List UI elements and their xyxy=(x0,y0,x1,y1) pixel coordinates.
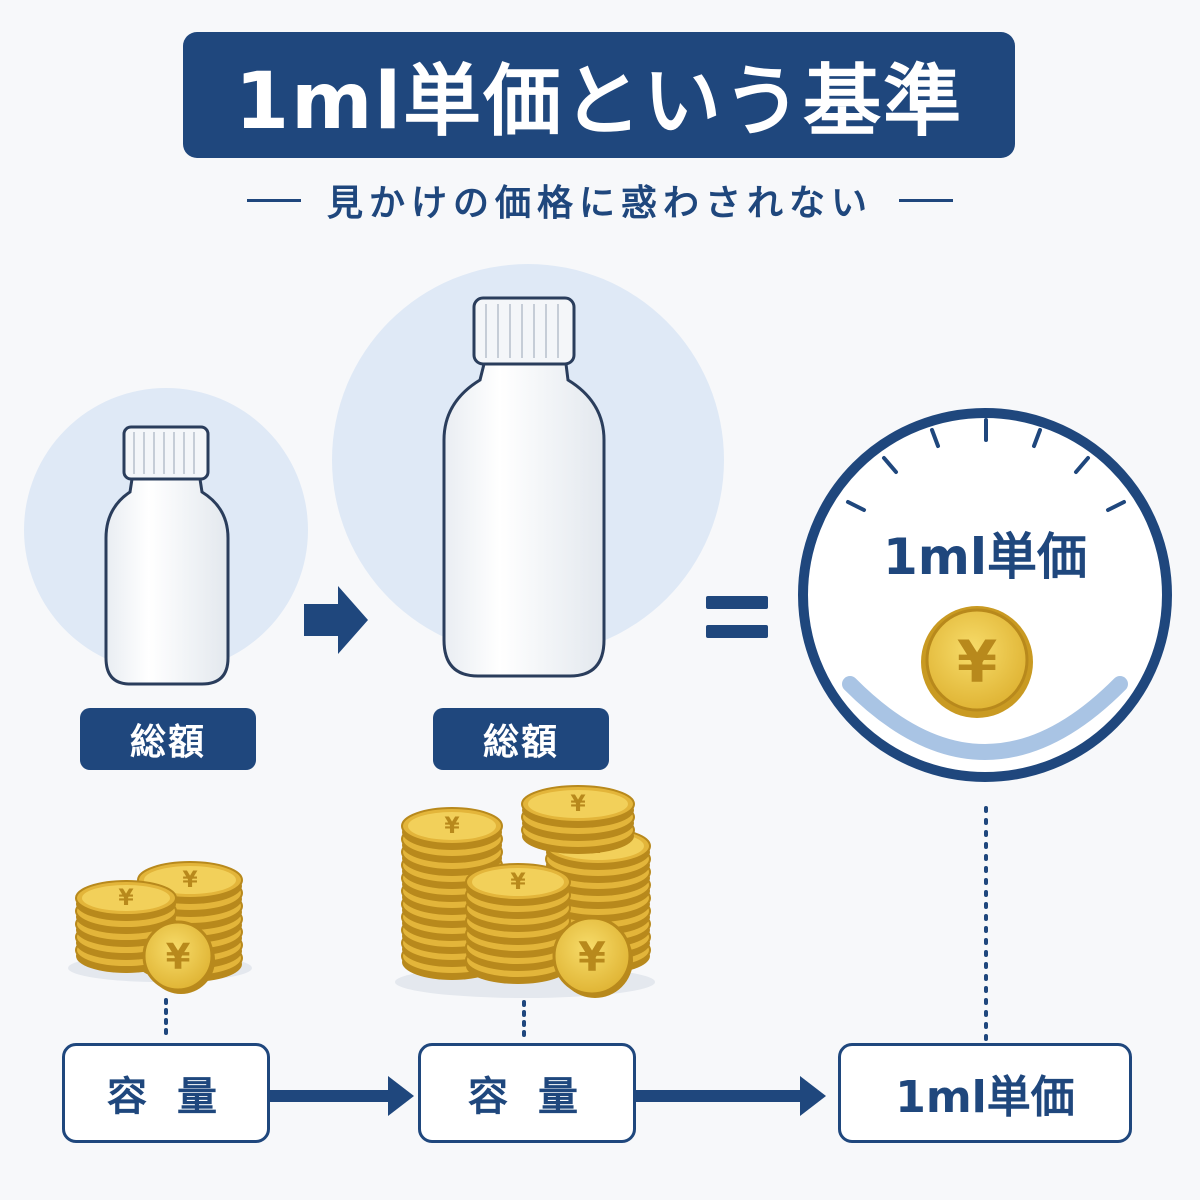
coin-stack-top-right: ¥ xyxy=(521,785,635,854)
volume-box-small: 容 量 xyxy=(62,1043,270,1143)
large-bottle-icon xyxy=(442,296,606,678)
subtitle-rule-left xyxy=(246,198,301,202)
yen-icon: ¥ xyxy=(578,934,606,980)
unit-price-dial xyxy=(798,408,1172,782)
page-subtitle: 見かけの価格に惑わされない xyxy=(326,183,873,224)
page-title: 1ml単価という基準 xyxy=(234,57,964,147)
small-coin-stack-icon: ¥ ¥ ¥ xyxy=(68,861,252,994)
dial-coin-icon: ¥ xyxy=(921,606,1033,718)
subtitle-row: 見かけの価格に惑わされない xyxy=(200,172,1000,228)
front-coin-icon: ¥ xyxy=(142,920,215,994)
yen-icon: ¥ xyxy=(444,814,460,839)
yen-icon: ¥ xyxy=(166,937,191,978)
yen-icon: ¥ xyxy=(570,792,586,817)
yen-icon: ¥ xyxy=(182,868,198,893)
yen-icon: ¥ xyxy=(510,870,526,895)
unit-price-arrow-icon xyxy=(636,1076,826,1116)
small-bottle-icon xyxy=(104,425,230,686)
total-label-large: 総額 xyxy=(433,708,609,770)
volume-box-large: 容 量 xyxy=(418,1043,636,1143)
yen-icon: ¥ xyxy=(957,628,997,696)
yen-icon: ¥ xyxy=(118,886,134,911)
volume-arrow-icon xyxy=(270,1076,414,1116)
subtitle-rule-right xyxy=(899,198,953,202)
equals-icon xyxy=(706,596,768,638)
title-banner: 1ml単価という基準 xyxy=(183,32,1015,158)
unit-price-dial-label: 1ml単価 xyxy=(882,528,1088,586)
bottle-arrow-icon xyxy=(304,586,368,654)
total-label-small: 総額 xyxy=(80,708,256,770)
large-coin-stack-icon: ¥¥¥¥¥ xyxy=(395,785,655,998)
unit-price-box: 1ml単価 xyxy=(838,1043,1132,1143)
front-coin-icon: ¥ xyxy=(552,916,633,998)
coin-stack-middle: ¥ xyxy=(465,863,571,984)
